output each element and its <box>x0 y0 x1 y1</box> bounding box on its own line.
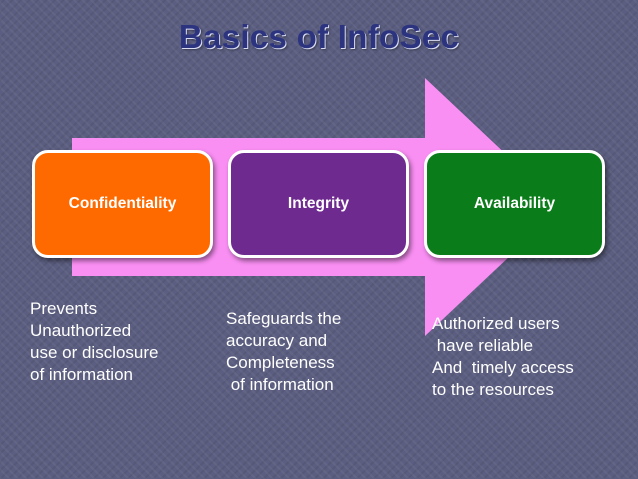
confidentiality-description: Prevents Unauthorized use or disclosure … <box>30 299 159 384</box>
integrity-description: Safeguards the accuracy and Completeness… <box>226 309 342 394</box>
confidentiality-box: Confidentiality <box>32 150 213 258</box>
integrity-box: Integrity <box>228 150 409 258</box>
availability-box: Availability <box>424 150 605 258</box>
slide-title: Basics of InfoSec <box>178 18 460 55</box>
availability-description: Authorized users have reliable And timel… <box>432 314 574 399</box>
integrity-label: Integrity <box>287 195 350 212</box>
confidentiality-label: Confidentiality <box>68 195 177 212</box>
availability-label: Availability <box>473 195 556 212</box>
